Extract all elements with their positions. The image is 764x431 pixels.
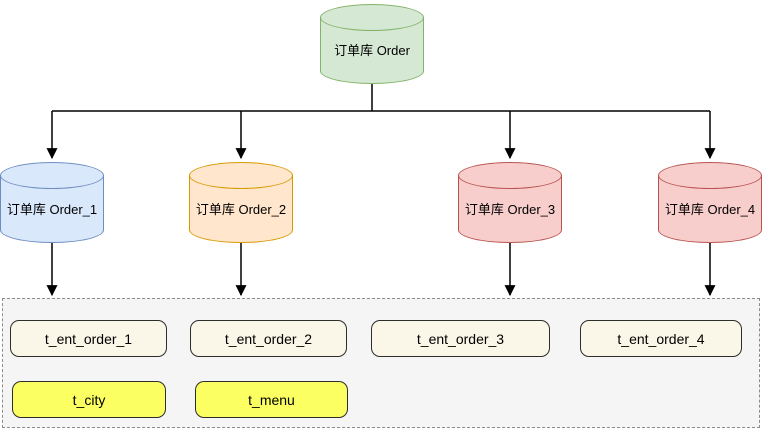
db-cylinder-order-4: 订单库 Order_4 — [658, 162, 762, 243]
table-box-t_menu: t_menu — [195, 381, 348, 418]
db-cylinder-order-1: 订单库 Order_1 — [0, 162, 104, 243]
table-box-t_city: t_city — [12, 381, 166, 418]
db-cylinder-order-root: 订单库 Order — [320, 4, 424, 84]
db-cylinder-order-2: 订单库 Order_2 — [189, 162, 293, 243]
table-box-t_ent_order_3: t_ent_order_3 — [371, 320, 550, 357]
table-box-t_ent_order_4: t_ent_order_4 — [580, 320, 742, 357]
db-label-order-2: 订单库 Order_2 — [195, 201, 287, 217]
db-label-order-1: 订单库 Order_1 — [6, 201, 98, 217]
table-box-t_ent_order_2: t_ent_order_2 — [190, 320, 347, 357]
table-box-t_ent_order_1: t_ent_order_1 — [10, 320, 167, 357]
db-label-order-4: 订单库 Order_4 — [664, 201, 756, 217]
db-label-order-3: 订单库 Order_3 — [464, 201, 556, 217]
db-cylinder-order-3: 订单库 Order_3 — [458, 162, 562, 243]
db-label-order-root: 订单库 Order — [334, 43, 410, 58]
